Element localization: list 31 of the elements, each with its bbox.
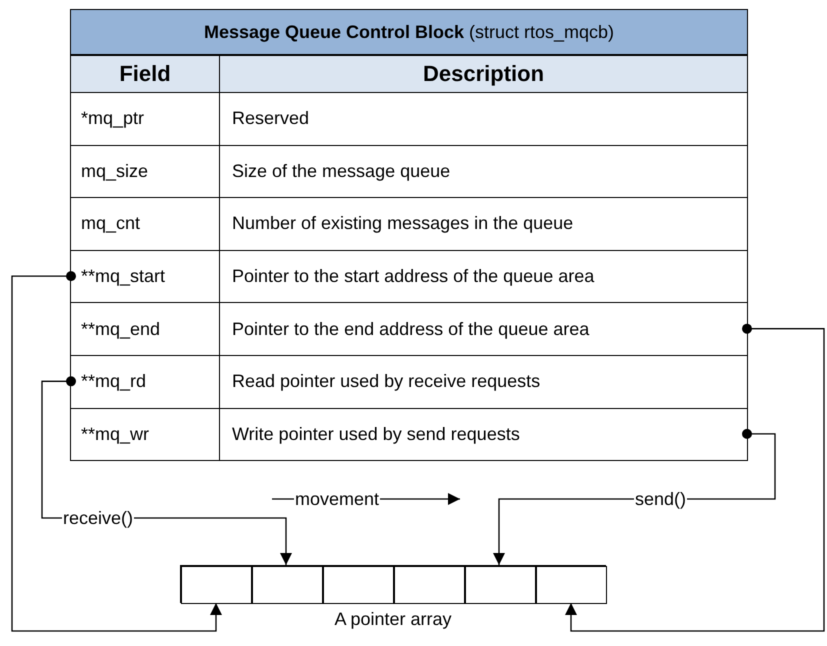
table-row bbox=[71, 92, 747, 145]
edge-label: send() bbox=[634, 489, 688, 509]
field-description: Pointer to the end address of the queue area bbox=[231, 318, 590, 341]
array-caption: A pointer array bbox=[333, 609, 453, 629]
table-row bbox=[71, 250, 747, 302]
table-row bbox=[71, 355, 747, 408]
table-row bbox=[71, 302, 747, 355]
pointer-array bbox=[180, 565, 606, 603]
array-slot bbox=[252, 566, 323, 604]
connector bbox=[11, 271, 222, 632]
connector bbox=[565, 324, 825, 632]
field-description: Size of the message queue bbox=[231, 160, 452, 183]
column-header: Description bbox=[422, 60, 546, 88]
field-description: Write pointer used by send requests bbox=[231, 422, 521, 446]
table-row bbox=[71, 144, 747, 198]
array-slot bbox=[465, 566, 536, 604]
table-row bbox=[71, 197, 747, 250]
struct-table bbox=[71, 10, 747, 460]
array-slot bbox=[536, 566, 607, 604]
array-slot bbox=[323, 566, 394, 604]
table-title: Message Queue Control Block (struct rtos_mqcb) bbox=[71, 10, 747, 55]
field-description: Number of existing messages in the queue bbox=[231, 212, 574, 236]
table-header-row bbox=[71, 55, 747, 92]
field-description: Pointer to the start address of the queue area bbox=[231, 265, 596, 288]
field-description: Read pointer used by receive requests bbox=[231, 370, 542, 394]
array-slot bbox=[394, 566, 465, 604]
edge-label: receive() bbox=[62, 508, 134, 528]
array-slot bbox=[181, 566, 252, 604]
field-description: Reserved bbox=[231, 107, 310, 130]
table-row bbox=[71, 408, 747, 460]
field-name: **mq_wr bbox=[71, 408, 220, 460]
